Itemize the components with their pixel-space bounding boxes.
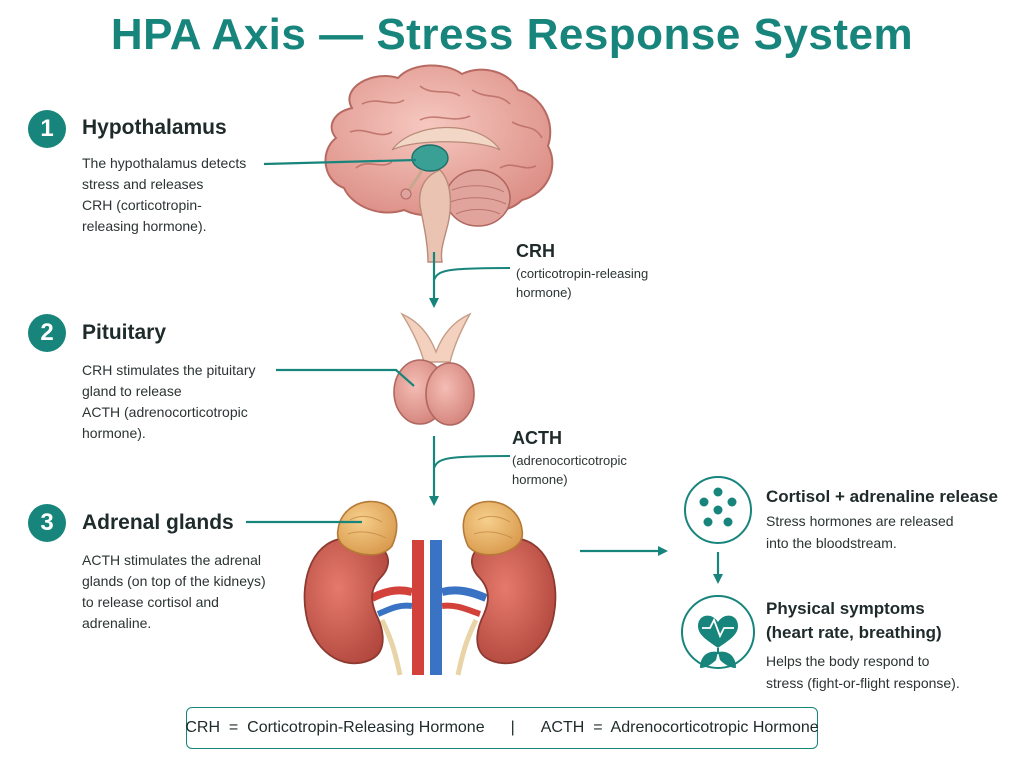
acth-full-name: (adrenocorticotropic hormone) bbox=[512, 451, 627, 489]
legend-acth-definition: ACTH = Adrenocorticotropic Hormone bbox=[541, 719, 819, 737]
brain-illustration bbox=[326, 65, 553, 262]
crh-label: CRH bbox=[516, 241, 555, 262]
acth-flow-arrow bbox=[434, 436, 510, 502]
legend-separator: | bbox=[511, 719, 515, 737]
step-2-badge: 2 bbox=[28, 314, 66, 352]
heart-lungs-icon bbox=[682, 596, 754, 668]
step-1-description: The hypothalamus detects stress and rele… bbox=[82, 153, 246, 237]
abbreviation-legend: CRH = Corticotropin-Releasing Hormone | … bbox=[186, 707, 818, 749]
crh-full-name: (corticotropin-releasing hormone) bbox=[516, 264, 648, 302]
step-3-badge: 3 bbox=[28, 504, 66, 542]
legend-crh-definition: CRH = Corticotropin-Releasing Hormone bbox=[185, 719, 484, 737]
step-1-badge: 1 bbox=[28, 110, 66, 148]
kidneys-illustration bbox=[305, 502, 556, 675]
step-2-title: Pituitary bbox=[82, 321, 166, 345]
outcome-2-title: Physical symptoms (heart rate, breathing… bbox=[766, 597, 942, 645]
right-adrenal-gland bbox=[463, 502, 522, 555]
outcome-1-description: Stress hormones are released into the bl… bbox=[766, 510, 954, 554]
acth-label: ACTH bbox=[512, 428, 562, 449]
step-3-description: ACTH stimulates the adrenal glands (on t… bbox=[82, 550, 266, 634]
crh-flow-arrow bbox=[434, 252, 510, 304]
outcome-1-title: Cortisol + adrenaline release bbox=[766, 485, 998, 509]
step-3-title: Adrenal glands bbox=[82, 511, 234, 535]
outcome-2-description: Helps the body respond to stress (fight-… bbox=[766, 650, 960, 694]
step-2-description: CRH stimulates the pituitary gland to re… bbox=[82, 360, 256, 444]
step-1-title: Hypothalamus bbox=[82, 116, 227, 140]
pituitary-illustration bbox=[394, 314, 474, 425]
cells-icon bbox=[685, 477, 751, 543]
left-adrenal-gland bbox=[338, 502, 397, 555]
pituitary-pointer-line bbox=[276, 370, 414, 386]
